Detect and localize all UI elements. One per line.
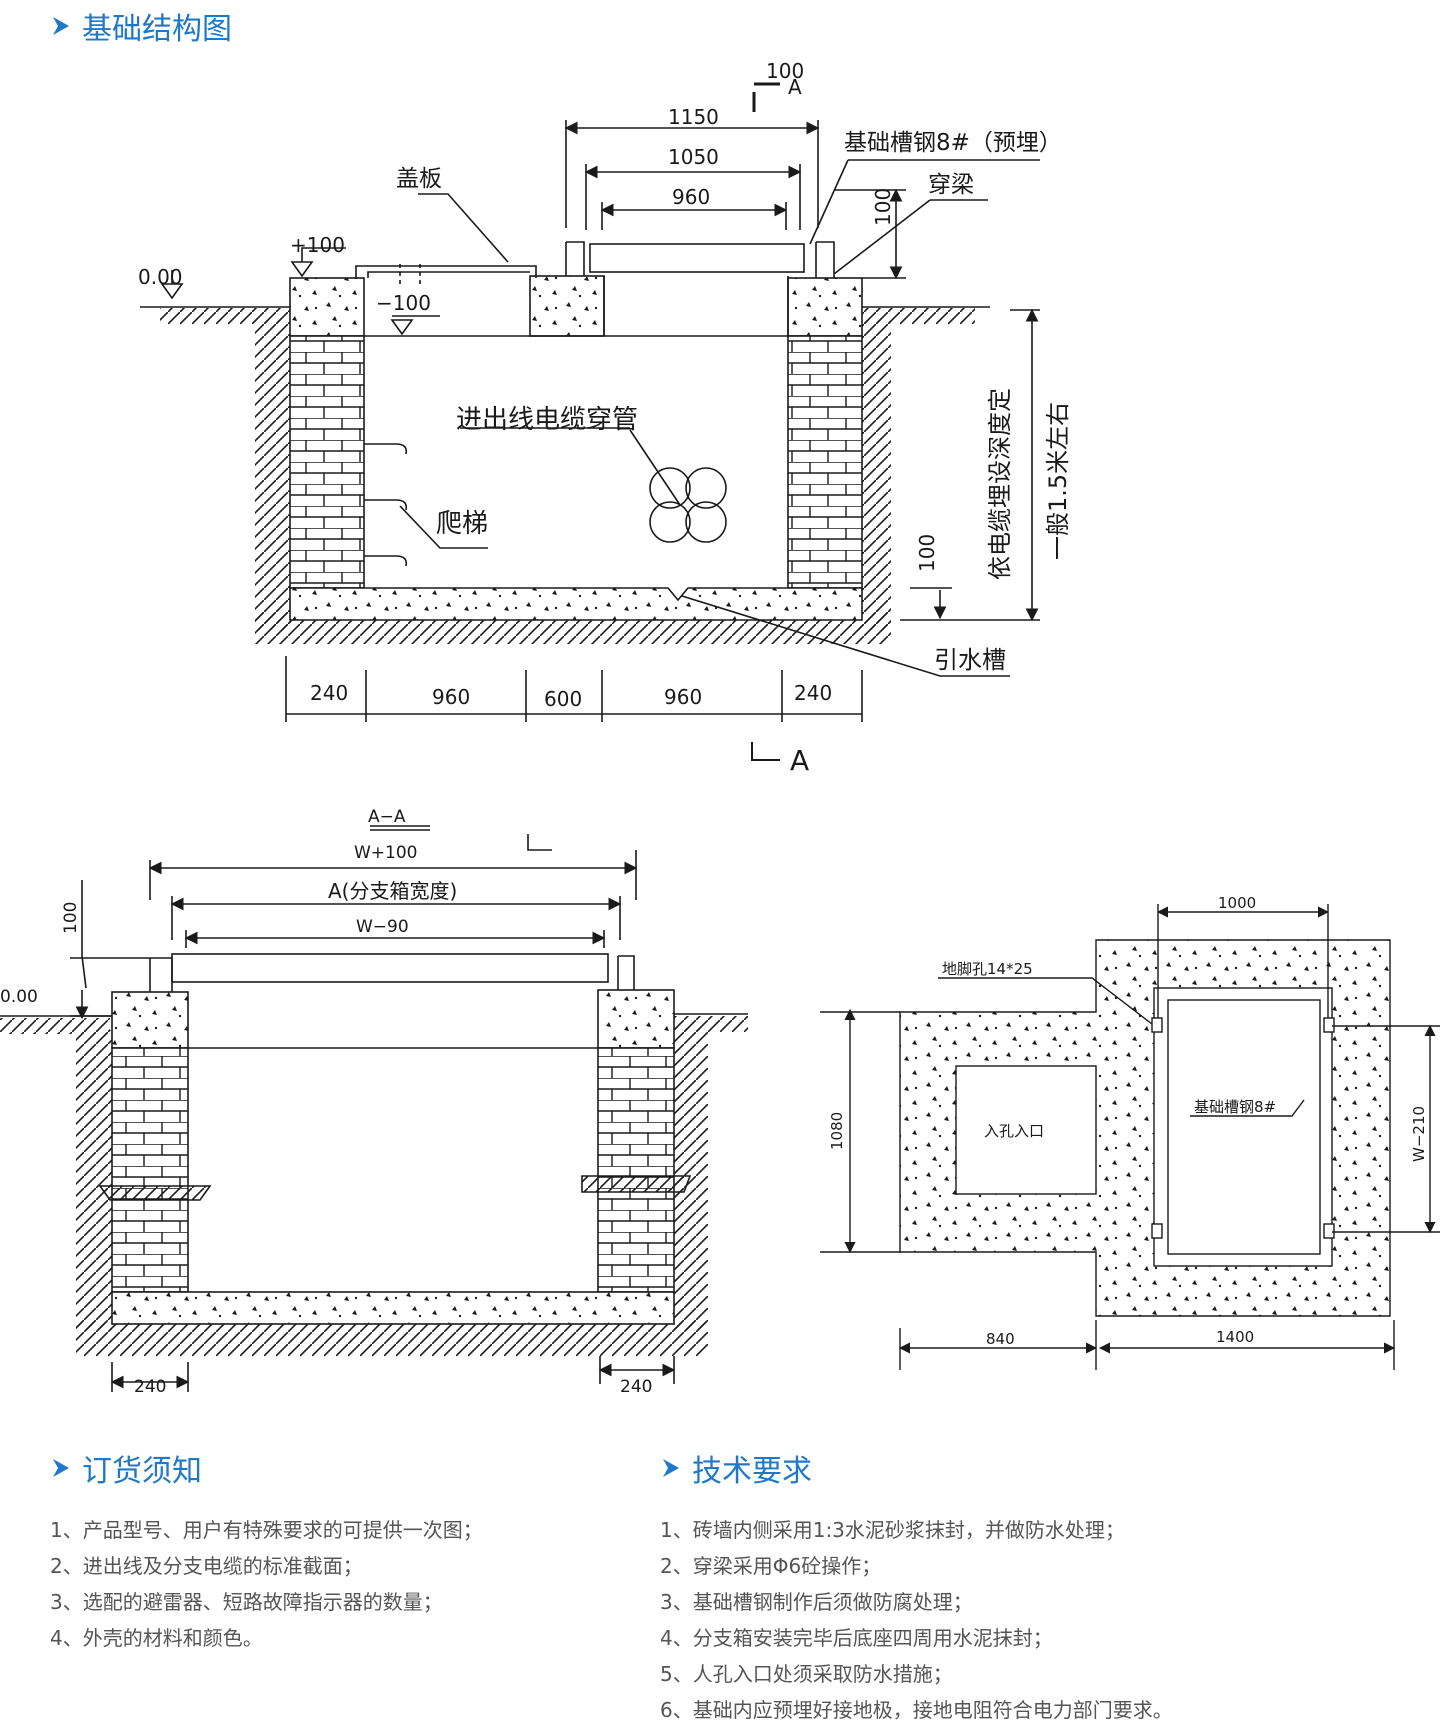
dim-960-top: 960	[672, 185, 710, 209]
tech-notes-list: 1、砖墙内侧采用1:3水泥砂浆抹封，并做防水处理； 2、穿梁采用Φ6砼操作； 3…	[660, 1512, 1173, 1728]
section-title-text: 订货须知	[82, 1454, 202, 1489]
section-view	[140, 82, 1040, 761]
dim-bottom-600: 600	[544, 687, 582, 711]
dim-bottom-960-left: 960	[432, 685, 470, 709]
section-title-text: 技术要求	[692, 1454, 812, 1489]
chevron-right-icon	[53, 17, 69, 35]
list-item: 1、砖墙内侧采用1:3水泥砂浆抹封，并做防水处理；	[660, 1518, 1125, 1542]
label-a-bottom: A	[790, 744, 809, 777]
list-item: 3、选配的避雷器、短路故障指示器的数量；	[50, 1590, 443, 1614]
dim-bottom-240-left: 240	[310, 681, 348, 705]
aa-label-zero: 0.00	[0, 987, 38, 1007]
aa-dim-240-right: 240	[620, 1377, 652, 1397]
label-depth-2: 一般1.5米左右	[1044, 402, 1072, 560]
aa-view-labels: A−A W+100 A(分支箱宽度) W−90 100 0.00 240 240	[0, 807, 652, 1397]
label-zero: 0.00	[138, 265, 183, 289]
label-cable-pipe: 进出线电缆穿管	[456, 405, 638, 435]
section-title-text: 基础结构图	[82, 12, 232, 47]
dim-1050: 1050	[668, 145, 719, 169]
list-item: 6、基础内应预埋好接地极，接地电阻符合电力部门要求。	[660, 1698, 1173, 1722]
list-item: 2、进出线及分支电缆的标准截面；	[50, 1554, 363, 1578]
dim-1150: 1150	[668, 105, 719, 129]
dim-1400: 1400	[1216, 1328, 1254, 1346]
label-cover: 盖板	[396, 166, 442, 192]
label-depth-1: 依电缆埋设深度定	[986, 388, 1014, 580]
label-steel: 基础槽钢8#（预埋）	[844, 130, 1062, 156]
label-plan-steel: 基础槽钢8#	[1194, 1098, 1276, 1116]
dim-100-right: 100	[871, 188, 895, 226]
aa-dim-240-left: 240	[134, 1377, 166, 1397]
list-item: 5、人孔入口处须采取防水措施；	[660, 1662, 953, 1686]
section-title-tech: 技术要求	[660, 1446, 812, 1490]
aa-title: A−A	[368, 807, 406, 827]
order-notes-list: 1、产品型号、用户有特殊要求的可提供一次图； 2、进出线及分支电缆的标准截面； …	[50, 1512, 483, 1656]
dim-840: 840	[986, 1330, 1015, 1348]
section-title-order: 订货须知	[50, 1446, 202, 1490]
dim-a-width: A(分支箱宽度)	[328, 879, 457, 903]
label-anchor-hole: 地脚孔14*25	[942, 960, 1033, 978]
label-a-top: A	[788, 75, 802, 99]
list-item: 3、基础槽钢制作后须做防腐处理；	[660, 1590, 973, 1614]
label-beam: 穿梁	[928, 172, 974, 198]
plan-view-labels: 1000 地脚孔14*25 入孔入口 基础槽钢8# 1080 W−210 840…	[828, 894, 1428, 1348]
plan-view	[820, 904, 1440, 1370]
dim-bottom-960-right: 960	[664, 685, 702, 709]
list-item: 2、穿梁采用Φ6砼操作；	[660, 1554, 882, 1578]
aa-view	[0, 825, 748, 1392]
list-item: 4、分支箱安装完毕后底座四周用水泥抹封；	[660, 1626, 1053, 1650]
label-plus100: +100	[290, 233, 345, 257]
dim-100-bottom: 100	[915, 534, 939, 572]
aa-dim-100: 100	[61, 902, 81, 934]
label-drain: 引水槽	[934, 646, 1006, 674]
foundation-drawing: 100 A 1150 1050 960 基础槽钢8#（预埋） 穿梁 盖板 +10…	[0, 59, 1440, 1397]
label-ladder: 爬梯	[436, 509, 488, 539]
dim-1000: 1000	[1218, 894, 1256, 912]
chevron-right-icon	[53, 1459, 69, 1477]
section-view-labels: 100 A 1150 1050 960 基础槽钢8#（预埋） 穿梁 盖板 +10…	[138, 59, 1072, 777]
section-title-structure: 基础结构图	[50, 4, 232, 48]
dim-w-plus-100: W+100	[354, 843, 418, 863]
dim-bottom-240-right: 240	[794, 681, 832, 705]
label-minus100: −100	[376, 291, 431, 315]
dim-1080: 1080	[828, 1112, 846, 1150]
dim-100-top: 100	[766, 59, 804, 83]
dim-w-minus-210: W−210	[1410, 1106, 1428, 1162]
chevron-right-icon	[663, 1459, 679, 1477]
list-item: 4、外壳的材料和颜色。	[50, 1626, 263, 1650]
label-manhole: 入孔入口	[984, 1122, 1044, 1140]
list-item: 1、产品型号、用户有特殊要求的可提供一次图；	[50, 1518, 483, 1542]
dim-w-minus-90: W−90	[356, 917, 409, 937]
